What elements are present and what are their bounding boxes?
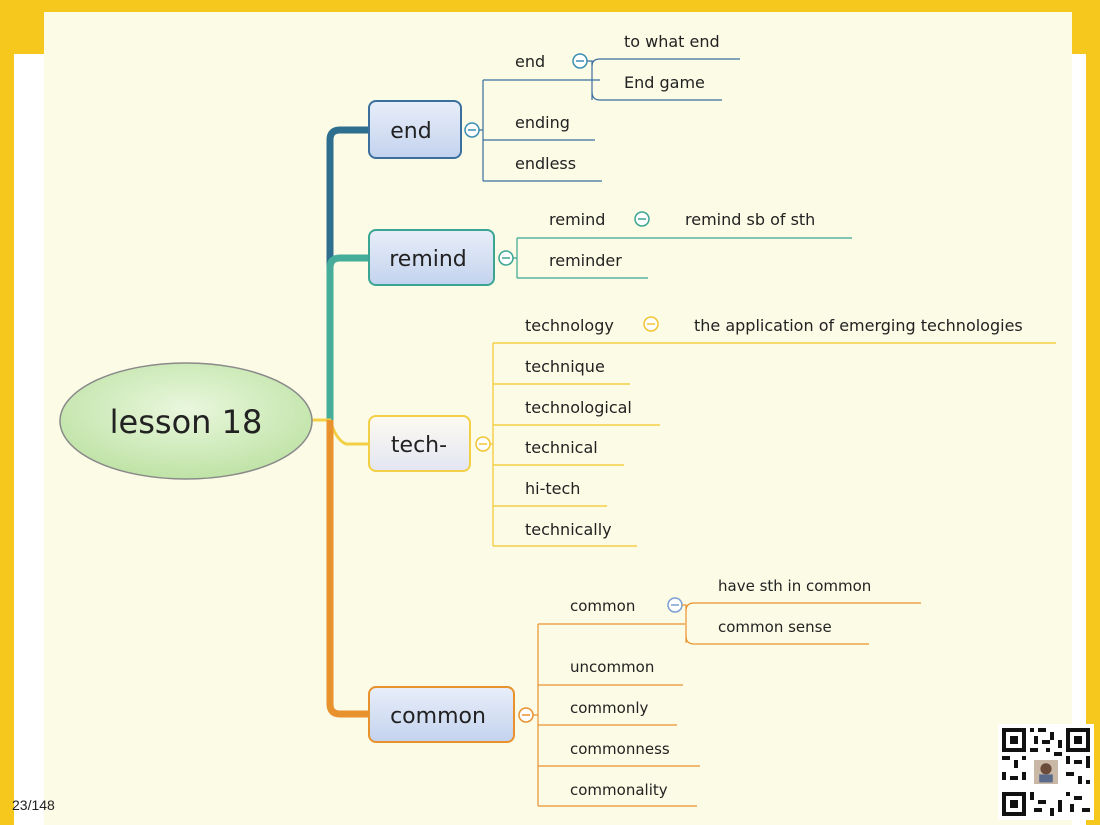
end-sub: end <box>515 52 545 71</box>
common-sense: common sense <box>718 618 832 636</box>
tech-technology: technology <box>525 316 614 335</box>
node-remind[interactable] <box>368 229 495 286</box>
root-node[interactable] <box>59 362 313 480</box>
node-tech-label: tech- <box>391 433 447 458</box>
node-end-label: end <box>390 119 431 144</box>
tech-technically: technically <box>525 520 612 539</box>
node-tech[interactable] <box>368 415 471 472</box>
common-uncommon: uncommon <box>570 658 654 676</box>
common-commonly: commonly <box>570 699 648 717</box>
tech-technical: technical <box>525 438 598 457</box>
node-remind-label: remind <box>389 247 467 272</box>
common-sub: common <box>570 597 635 615</box>
common-have-sth: have sth in common <box>718 577 871 595</box>
qr-code-icon <box>998 724 1094 820</box>
connector-common <box>326 420 369 718</box>
end-end-game: End game <box>624 73 705 92</box>
common-commonality: commonality <box>570 781 668 799</box>
remind-reminder: reminder <box>549 251 622 270</box>
page-number: 23/148 <box>12 797 55 813</box>
connector-end <box>326 126 369 420</box>
connector-tech <box>312 418 369 446</box>
end-to-what-end: to what end <box>624 32 720 51</box>
tech-application: the application of emerging technologies <box>694 316 1023 335</box>
node-common-label: common <box>390 704 486 729</box>
remind-sub: remind <box>549 210 605 229</box>
connector-remind <box>326 254 369 420</box>
tech-technique: technique <box>525 357 605 376</box>
node-common[interactable] <box>368 686 515 743</box>
common-commonness: commonness <box>570 740 670 758</box>
qr-code-graphic <box>998 724 1094 820</box>
node-end[interactable] <box>368 100 462 159</box>
end-endless: endless <box>515 154 576 173</box>
tech-technological: technological <box>525 398 632 417</box>
end-ending: ending <box>515 113 570 132</box>
tech-hitech: hi-tech <box>525 479 580 498</box>
root-label: lesson 18 <box>110 403 263 441</box>
remind-sb-of-sth: remind sb of sth <box>685 210 815 229</box>
